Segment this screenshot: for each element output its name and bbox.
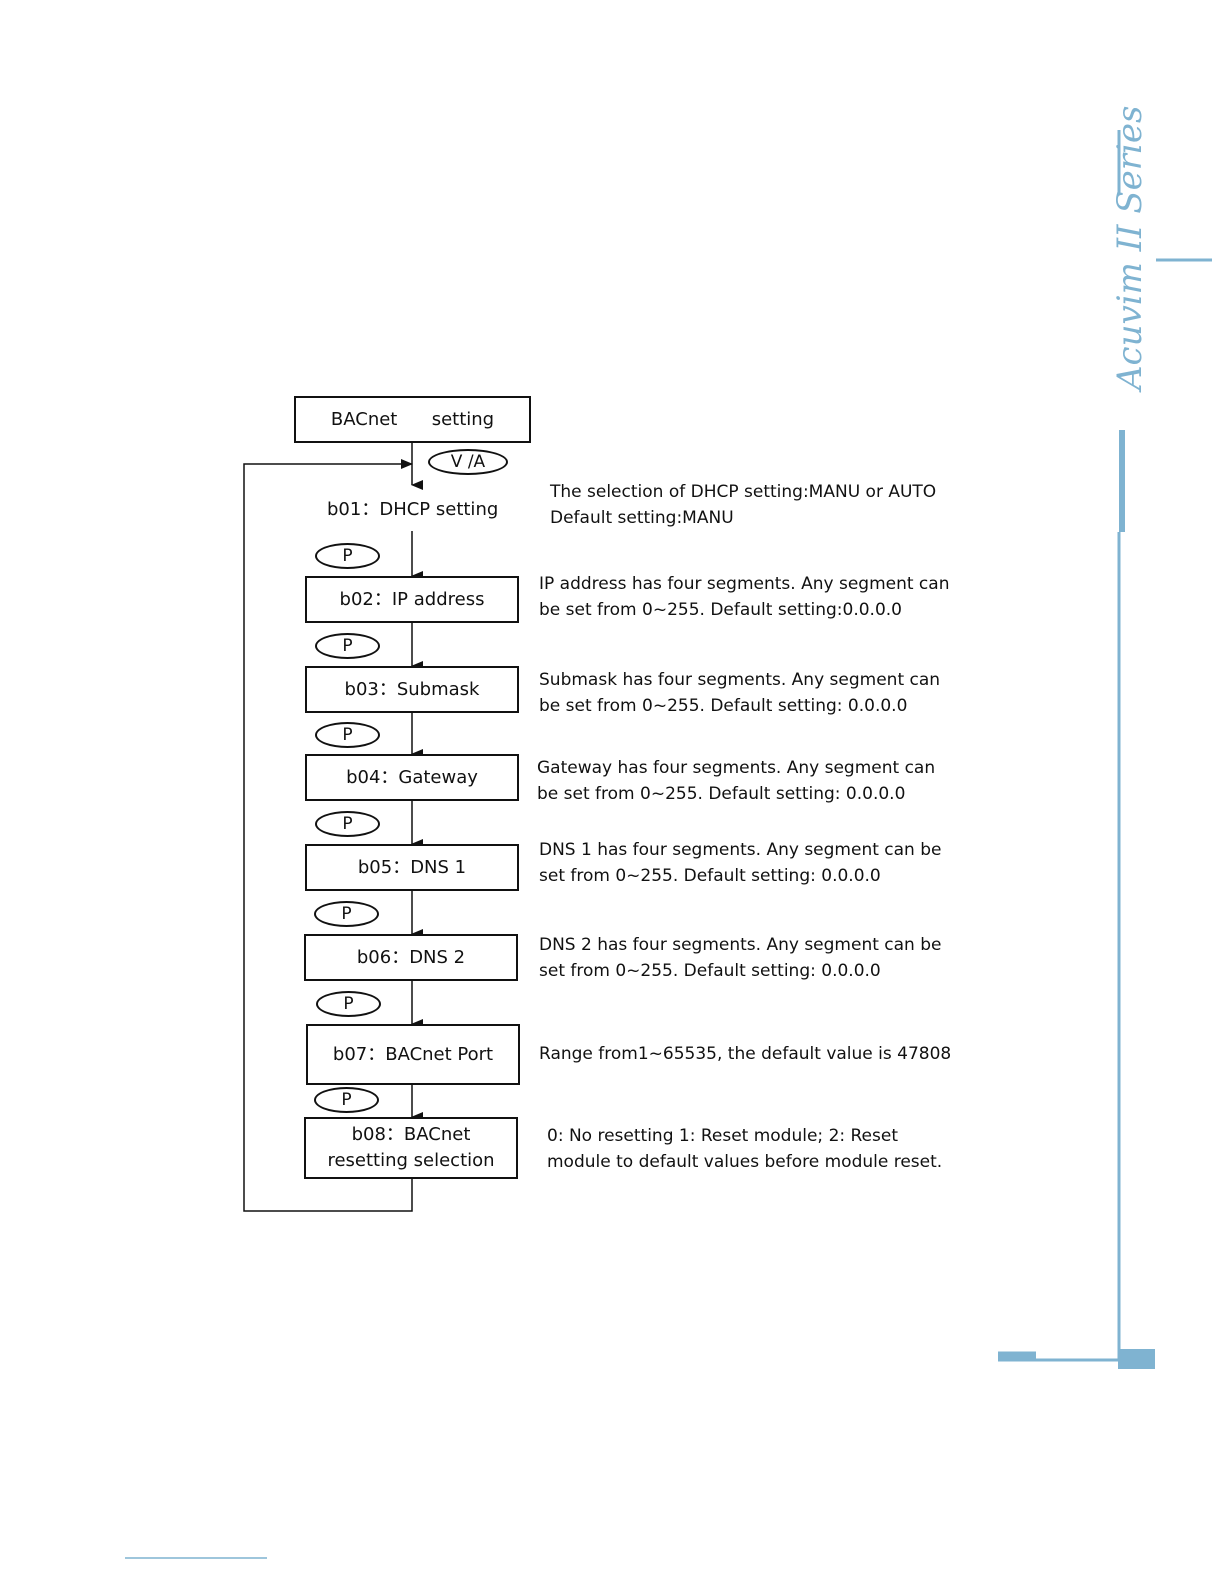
p-key-oval: P (316, 991, 381, 1017)
step-b06-description: DNS 2 has four segments. Any segment can… (539, 935, 942, 981)
bacnet-setting-box: BACnet setting (294, 396, 531, 443)
step-b05-box: b05：DNS 1 (305, 844, 519, 891)
step-b04-description: Gateway has four segments. Any segment c… (537, 758, 936, 804)
p-key-oval: P (315, 722, 380, 748)
loop-back-line (243, 459, 413, 1212)
brand-logo: Acuvim II Series (1110, 105, 1150, 390)
step-b06-box: b06：DNS 2 (304, 934, 518, 981)
step-b01-label: b01：DHCP setting (327, 499, 499, 520)
page-decoration (125, 130, 1212, 1559)
p-key-oval: P (314, 901, 379, 927)
step-b03-description: Submask has four segments. Any segment c… (539, 670, 941, 716)
p-key-oval: P (315, 543, 380, 569)
step-b05-description: DNS 1 has four segments. Any segment can… (539, 840, 942, 886)
step-b08-description: 0: No resetting 1: Reset module; 2: Rese… (547, 1126, 943, 1172)
va-key-oval: V /A (428, 449, 508, 475)
step-b03-box: b03：Submask (305, 666, 519, 713)
p-key-oval: P (315, 633, 380, 659)
step-b02-description: IP address has four segments. Any segmen… (539, 574, 950, 620)
step-b08-label-line: b08：BACnet (351, 1124, 471, 1145)
step-b01-description: The selection of DHCP setting:MANU or AU… (550, 482, 937, 528)
p-key-oval: P (315, 811, 380, 837)
step-b07-box: b07：BACnet Port (306, 1024, 520, 1085)
p-key-oval: P (314, 1087, 379, 1113)
step-b08-label-line: resetting selection (327, 1150, 495, 1171)
step-b07-description: Range from1~65535, the default value is … (539, 1044, 952, 1064)
step-b04-box: b04：Gateway (305, 754, 519, 801)
step-b08-box: b08：BACnet resetting selection (304, 1117, 518, 1179)
step-b02-box: b02：IP address (305, 576, 519, 623)
